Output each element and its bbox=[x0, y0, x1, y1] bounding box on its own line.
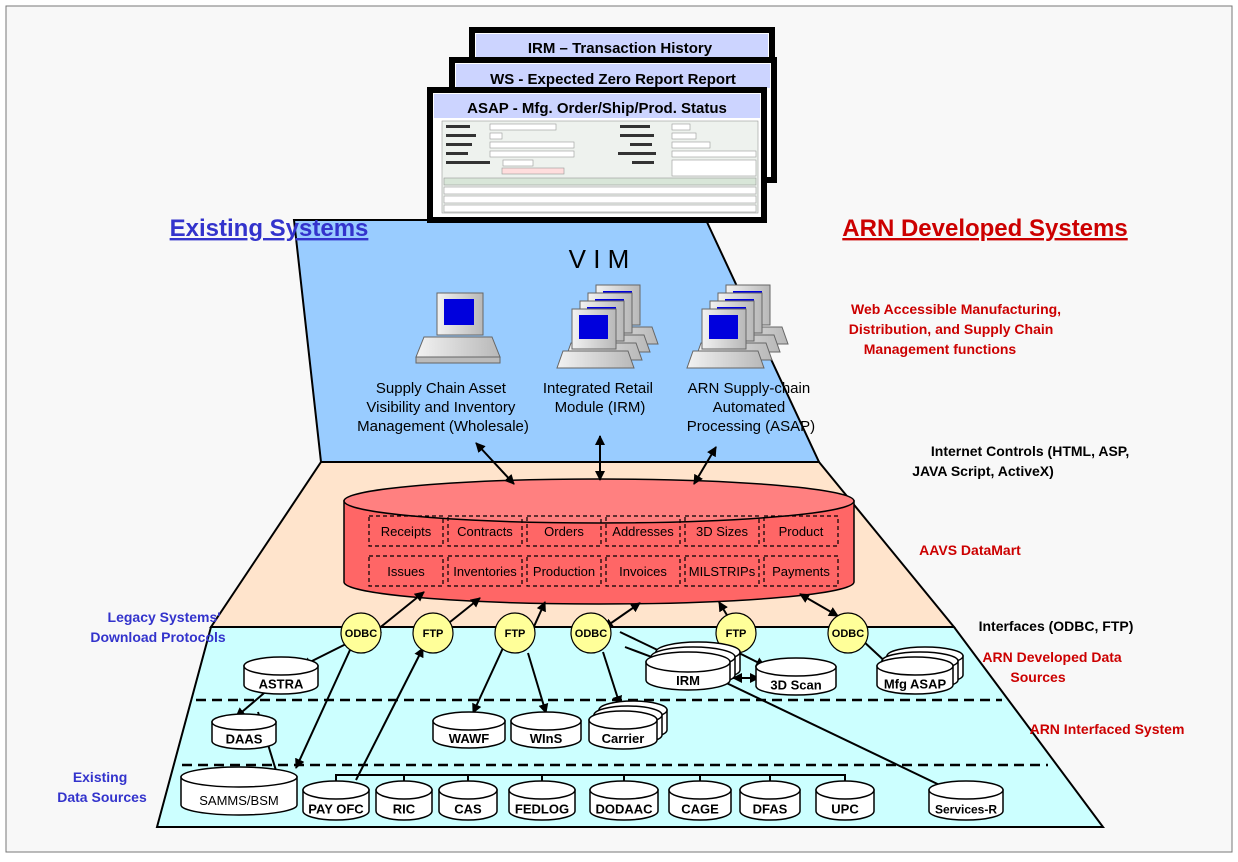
datamart-cell-contracts: Contracts bbox=[447, 515, 523, 547]
source-cage-label: CAGE bbox=[681, 802, 719, 817]
protocol-odbc-6: ODBC bbox=[827, 612, 869, 654]
source-ric-label: RIC bbox=[393, 802, 416, 817]
source-fedlog: FEDLOG bbox=[508, 780, 576, 821]
source-services-r: Services-R bbox=[928, 780, 1004, 821]
protocol-label: FTP bbox=[423, 628, 444, 640]
source-dfas: DFAS bbox=[739, 780, 801, 821]
computer-icon-scavim bbox=[415, 292, 501, 364]
source-pay-ofc: PAY OFC bbox=[302, 780, 370, 821]
source-daas: DAAS bbox=[211, 713, 277, 750]
datamart-cell-milstrips: MILSTRIPs bbox=[684, 555, 760, 587]
report-window-front: ASAP - Mfg. Order/Ship/Prod. Status bbox=[427, 87, 767, 223]
datamart-label: Receipts bbox=[381, 524, 432, 539]
source-pay-ofc-label: PAY OFC bbox=[308, 802, 364, 817]
caption-scavim: Supply Chain Asset Visibility and Invent… bbox=[357, 380, 529, 435]
computer-stack-asap bbox=[686, 284, 789, 369]
protocol-label: ODBC bbox=[575, 628, 607, 640]
source-wawf: WAWF bbox=[432, 711, 506, 749]
datamart-label: Payments bbox=[772, 564, 830, 579]
datamart-cell-3d-sizes: 3D Sizes bbox=[684, 515, 760, 547]
protocol-odbc-1: ODBC bbox=[340, 612, 382, 654]
report-title-irm: IRM – Transaction History bbox=[528, 40, 713, 57]
source-samms-bsm-label: SAMMS/BSM bbox=[199, 793, 278, 808]
protocol-label: ODBC bbox=[345, 628, 377, 640]
datamart-label: Issues bbox=[387, 564, 425, 579]
heading-arn-systems: ARN Developed Systems bbox=[842, 215, 1127, 242]
datamart-label: Invoices bbox=[619, 564, 667, 579]
source-irm-label: IRM bbox=[676, 673, 700, 688]
source-3d-scan: 3D Scan bbox=[755, 657, 837, 696]
source-carrier-label: Carrier bbox=[602, 731, 645, 746]
protocol-label: FTP bbox=[505, 628, 526, 640]
source-irm: IRM bbox=[645, 641, 741, 691]
protocol-ftp-3: FTP bbox=[494, 612, 536, 654]
source-ric: RIC bbox=[375, 780, 433, 821]
datamart-label: MILSTRIPs bbox=[689, 564, 756, 579]
source-astra: ASTRA bbox=[243, 656, 319, 695]
source-services-r-label: Services-R bbox=[935, 803, 997, 817]
label-existing-data-sources: Existing Data Sources bbox=[57, 769, 147, 805]
report-title-ws: WS - Expected Zero Report Report bbox=[490, 71, 736, 88]
datamart-cell-addresses: Addresses bbox=[605, 515, 681, 547]
label-web-functions: Web Accessible Manufacturing, Distributi… bbox=[849, 301, 1065, 357]
datamart-label: Product bbox=[779, 524, 824, 539]
label-aavs-datamart: AAVS DataMart bbox=[919, 542, 1021, 558]
datamart-label: Addresses bbox=[612, 524, 674, 539]
datamart-label: Orders bbox=[544, 524, 584, 539]
datamart-label: Inventories bbox=[453, 564, 517, 579]
datamart-cell-payments: Payments bbox=[763, 555, 839, 587]
label-arn-data-sources: ARN Developed Data Sources bbox=[982, 649, 1125, 685]
datamart-cell-orders: Orders bbox=[526, 515, 602, 547]
source-astra-label: ASTRA bbox=[259, 677, 304, 692]
datamart-cell-invoices: Invoices bbox=[605, 555, 681, 587]
computer-stack-irm bbox=[556, 284, 659, 369]
source-cage: CAGE bbox=[668, 780, 732, 821]
caption-irm: Integrated Retail Module (IRM) bbox=[543, 380, 657, 416]
vim-title: V I M bbox=[569, 244, 630, 274]
datamart-cell-issues: Issues bbox=[368, 555, 444, 587]
label-interfaces: Interfaces (ODBC, FTP) bbox=[979, 618, 1134, 634]
protocol-label: ODBC bbox=[832, 628, 864, 640]
datamart-label: Production bbox=[533, 564, 595, 579]
source-samms-bsm: SAMMS/BSM bbox=[180, 766, 298, 816]
source-dodaac: DODAAC bbox=[589, 780, 659, 821]
label-arn-interfaced: ARN Interfaced System bbox=[1030, 721, 1185, 737]
source-3d-scan-label: 3D Scan bbox=[770, 678, 821, 693]
source-daas-label: DAAS bbox=[226, 732, 263, 747]
report-title-asap: ASAP - Mfg. Order/Ship/Prod. Status bbox=[467, 100, 727, 117]
source-cas: CAS bbox=[438, 780, 498, 821]
source-fedlog-label: FEDLOG bbox=[515, 802, 569, 817]
label-legacy-protocols: Legacy Systems' Download Protocols bbox=[90, 609, 226, 645]
source-mfg-asap-label: Mfg ASAP bbox=[884, 677, 947, 692]
datamart-cylinder bbox=[343, 478, 855, 605]
protocol-odbc-4: ODBC bbox=[570, 612, 612, 654]
source-cas-label: CAS bbox=[454, 802, 482, 817]
source-wins-label: WInS bbox=[530, 731, 563, 746]
datamart-cell-receipts: Receipts bbox=[368, 515, 444, 547]
heading-existing-systems: Existing Systems bbox=[170, 215, 369, 242]
source-dodaac-label: DODAAC bbox=[595, 802, 653, 817]
source-upc-label: UPC bbox=[831, 802, 859, 817]
source-carrier: Carrier bbox=[588, 700, 668, 750]
datamart-cell-product: Product bbox=[763, 515, 839, 547]
source-upc: UPC bbox=[815, 780, 875, 821]
source-mfg-asap: Mfg ASAP bbox=[876, 646, 964, 695]
source-wins: WInS bbox=[510, 711, 582, 749]
protocol-label: FTP bbox=[726, 628, 747, 640]
report-form-thumbnail bbox=[441, 120, 759, 214]
report-form-labels bbox=[446, 125, 656, 164]
datamart-cell-inventories: Inventories bbox=[447, 555, 523, 587]
datamart-cell-production: Production bbox=[526, 555, 602, 587]
source-wawf-label: WAWF bbox=[449, 731, 489, 746]
protocol-ftp-2: FTP bbox=[412, 612, 454, 654]
source-dfas-label: DFAS bbox=[753, 802, 788, 817]
caption-asap: ARN Supply-chain Automated Processing (A… bbox=[687, 380, 815, 435]
label-internet-controls: Internet Controls (HTML, ASP, JAVA Scrip… bbox=[912, 443, 1133, 479]
datamart-label: Contracts bbox=[457, 524, 513, 539]
datamart-label: 3D Sizes bbox=[696, 524, 749, 539]
